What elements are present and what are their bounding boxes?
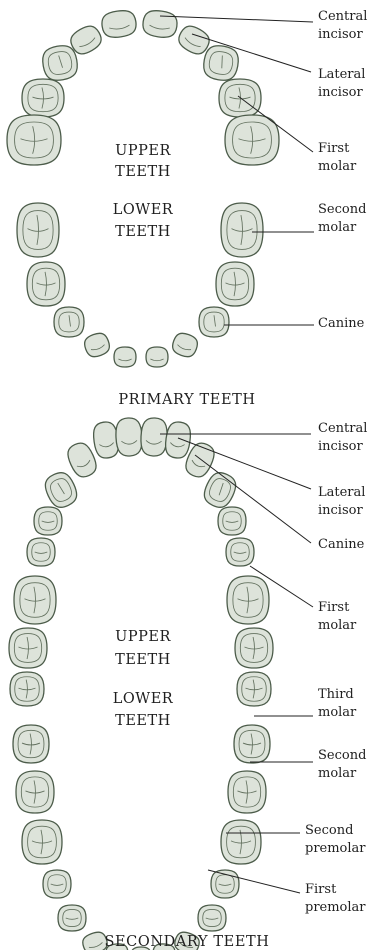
tooth [13, 725, 49, 763]
tooth-label: Lateral [318, 67, 365, 82]
lower-teeth-label: LOWER [113, 202, 174, 218]
upper-teeth-label: TEETH [115, 652, 171, 668]
tooth [201, 43, 240, 82]
tooth [27, 538, 55, 566]
tooth [235, 628, 273, 668]
tooth [226, 538, 254, 566]
tooth-label: premolar [305, 841, 366, 856]
tooth-label: Lateral [318, 485, 365, 500]
tooth-label: molar [318, 159, 357, 174]
section-title-primary: PRIMARY TEETH [118, 392, 255, 408]
tooth-label: molar [318, 705, 357, 720]
tooth [14, 576, 56, 624]
tooth [218, 507, 246, 535]
tooth [9, 628, 47, 668]
lower-teeth-label: LOWER [113, 691, 174, 707]
tooth-label: molar [318, 618, 357, 633]
tooth [198, 905, 226, 931]
tooth [7, 115, 61, 165]
tooth-label: First [318, 141, 350, 156]
tooth [115, 417, 143, 456]
tooth-label: incisor [318, 503, 363, 518]
tooth [234, 725, 270, 763]
tooth [216, 262, 254, 306]
tooth [114, 347, 136, 367]
tooth-label: First [318, 600, 350, 615]
tooth-label: Third [318, 687, 354, 702]
lower-teeth-label: TEETH [115, 224, 171, 240]
tooth [43, 870, 71, 898]
tooth [199, 307, 229, 337]
tooth-label: incisor [318, 439, 363, 454]
tooth [141, 9, 178, 39]
tooth [170, 331, 200, 360]
upper-teeth-label: UPPER [115, 629, 171, 645]
tooth-label: First [305, 882, 337, 897]
upper-teeth-label: TEETH [115, 164, 171, 180]
tooth [146, 347, 168, 367]
tooth [82, 331, 112, 360]
section-title-secondary: SECONDARY TEETH [104, 934, 269, 950]
tooth [22, 820, 62, 864]
tooth [41, 469, 81, 512]
tooth [164, 421, 193, 460]
tooth-label: Second [318, 748, 366, 763]
tooth-label: Canine [318, 316, 365, 331]
tooth-label: molar [318, 220, 357, 235]
tooth-label: Central [318, 421, 367, 436]
tooth [225, 115, 279, 165]
upper-teeth-label: UPPER [115, 143, 171, 159]
tooth [10, 672, 44, 706]
tooth-label: incisor [318, 85, 363, 100]
tooth-label: Second [305, 823, 353, 838]
tooth [27, 262, 65, 306]
tooth [54, 307, 84, 337]
tooth [34, 507, 62, 535]
tooth-label: incisor [318, 27, 363, 42]
tooth [200, 469, 240, 512]
tooth [58, 905, 86, 931]
tooth [22, 79, 64, 117]
tooth [100, 9, 137, 39]
tooth [17, 203, 59, 257]
tooth-label: Second [318, 202, 366, 217]
tooth [227, 576, 269, 624]
tooth [16, 771, 54, 813]
tooth-label: Canine [318, 537, 365, 552]
tooth [221, 203, 263, 257]
tooth-label: premolar [305, 900, 366, 915]
leader-line [160, 16, 313, 22]
lower-teeth-label: TEETH [115, 713, 171, 729]
tooth [237, 672, 271, 706]
tooth-label: Central [318, 9, 367, 24]
tooth [140, 417, 168, 456]
tooth [228, 771, 266, 813]
tooth [221, 820, 261, 864]
tooth-label: molar [318, 766, 357, 781]
